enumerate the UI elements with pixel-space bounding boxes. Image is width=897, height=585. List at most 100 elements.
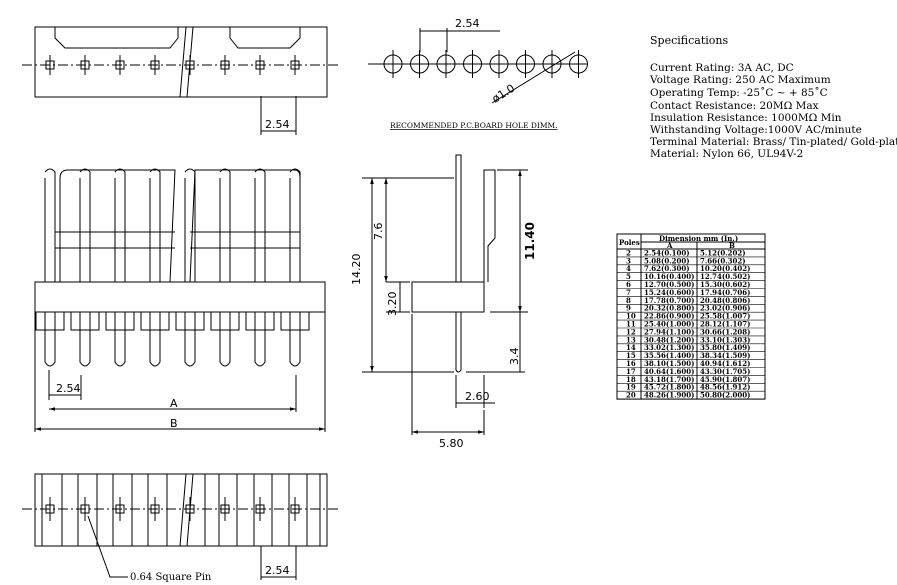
bottom-view — [22, 473, 340, 580]
table-cell-b: 12.74(0.502) — [700, 272, 750, 281]
spec-line: Material: Nylon 66, UL94V-2 — [650, 148, 803, 160]
spec-line: Contact Resistance: 20MΩ Max — [650, 100, 819, 112]
table-cell-a: 22.86(0.900) — [644, 312, 694, 321]
pin-upper — [44, 168, 56, 282]
table-cell-b: 33.10(1.303) — [700, 335, 750, 344]
small-width-label: 2.60 — [465, 390, 490, 403]
table-cell-b: 40.94(1.612) — [700, 359, 750, 368]
table-cell-b: 25.58(1.007) — [700, 312, 750, 321]
pin-lower — [114, 312, 126, 367]
table-cell-poles: 13 — [626, 335, 636, 344]
table-cell-b: 23.02(0.906) — [700, 304, 750, 313]
table-cell-poles: 19 — [626, 383, 636, 392]
table-cell-a: 48.26(1.900) — [644, 391, 694, 400]
table-cell-b: 30.66(1.208) — [700, 327, 750, 336]
square-pin-label: 0.64 Square Pin — [130, 572, 212, 583]
front-pitch-label: 2.54 — [56, 382, 81, 395]
top-pitch-label: 2.54 — [265, 118, 290, 131]
table-header-a: A — [666, 241, 673, 250]
table-cell-a: 12.70(0.500) — [644, 280, 694, 289]
spec-line: Operating Temp: -25˚C ~ + 85˚C — [650, 86, 828, 99]
table-cell-a: 25.40(1.000) — [644, 320, 694, 329]
table-cell-a: 45.72(1.800) — [644, 383, 694, 392]
pin-collar — [105, 312, 135, 331]
pin-lower — [149, 312, 161, 367]
pin-lower — [184, 312, 196, 367]
pin-length-label: 3.4 — [508, 348, 521, 366]
hole-pitch-label: 2.54 — [455, 17, 480, 30]
table-cell-b: 35.80(1.409) — [700, 343, 750, 352]
pin-collar — [140, 312, 170, 331]
table-cell-poles: 10 — [626, 312, 636, 321]
pin-upper — [254, 168, 266, 282]
table-cell-poles: 2 — [626, 248, 631, 257]
table-cell-b: 50.80(2.000) — [700, 391, 750, 400]
spec-line: Insulation Resistance: 1000MΩ Min — [650, 112, 842, 124]
table-cell-b: 38.34(1.509) — [700, 351, 750, 360]
dimension-a-label: A — [170, 397, 178, 410]
table-cell-poles: 15 — [626, 351, 636, 360]
table-cell-a: 7.62(0.300) — [644, 264, 690, 273]
table-cell-a: 43.18(1.700) — [644, 375, 694, 384]
pin-collar — [35, 312, 65, 331]
table-cell-b: 28.12(1.107) — [700, 320, 750, 329]
table-cell-b: 43.30(1.705) — [700, 367, 750, 376]
pin-lower — [254, 312, 266, 367]
pin-collar — [245, 312, 275, 331]
table-cell-poles: 18 — [626, 375, 636, 384]
spec-line: Current Rating: 3A AC, DC — [650, 62, 794, 74]
specifications-title: Specifications — [650, 34, 728, 47]
spec-line: Terminal Material: Brass/ Tin-plated/ Go… — [650, 136, 897, 148]
pin-lower — [219, 312, 231, 367]
table-cell-poles: 12 — [626, 327, 636, 336]
total-height-label: 14.20 — [350, 254, 363, 286]
table-cell-a: 30.48(1.200) — [644, 335, 694, 344]
hole-diameter-label: ø1.0 — [490, 82, 517, 106]
table-cell-b: 7.66(0.302) — [700, 256, 746, 265]
table-cell-a: 2.54(0.100) — [644, 248, 690, 257]
pin-upper — [289, 168, 301, 282]
table-cell-poles: 4 — [626, 264, 631, 273]
bottom-pitch-label: 2.54 — [265, 564, 290, 577]
table-cell-poles: 20 — [626, 391, 636, 400]
pin-lower — [44, 312, 56, 367]
table-cell-b: 17.94(0.706) — [700, 288, 750, 297]
table-cell-poles: 3 — [626, 256, 631, 265]
table-cell-poles: 16 — [626, 359, 636, 368]
pin-upper — [114, 168, 126, 282]
front-view — [34, 168, 326, 432]
table-cell-a: 38.10(1.500) — [644, 359, 694, 368]
table-cell-b: 5.12(0.202) — [700, 248, 746, 257]
table-cell-a: 5.08(0.200) — [644, 256, 690, 265]
top-view — [22, 26, 340, 135]
pin-upper — [79, 168, 91, 282]
table-cell-poles: 9 — [626, 304, 631, 313]
table-cell-poles: 5 — [626, 272, 631, 281]
pin-collar — [210, 312, 240, 331]
table-cell-a: 20.32(0.800) — [644, 304, 694, 313]
body-height-label: 3.20 — [386, 292, 399, 317]
total-width-label: 5.80 — [439, 437, 464, 450]
hole-pattern — [368, 28, 588, 104]
hole-pattern-caption: RECOMMENDED P.C.BOARD HOLE DIMM. — [390, 121, 558, 130]
table-cell-b: 20.48(0.806) — [700, 296, 750, 305]
pin-collar — [70, 312, 100, 331]
pin-collar — [280, 312, 310, 331]
table-cell-a: 33.02(1.300) — [644, 343, 694, 352]
dimension-b-label: B — [170, 417, 178, 430]
table-cell-a: 15.24(0.600) — [644, 288, 694, 297]
table-cell-poles: 17 — [626, 367, 636, 376]
pin-lower — [289, 312, 301, 367]
table-cell-b: 45.90(1.807) — [700, 375, 750, 384]
table-header-b: B — [729, 241, 735, 250]
pin-upper — [184, 168, 196, 282]
table-cell-poles: 8 — [626, 296, 631, 305]
table-header-group: Dimension mm (In.) — [659, 234, 738, 243]
upper-height-label: 7.6 — [372, 223, 385, 241]
pin-collar — [175, 312, 205, 331]
spec-line: Withstanding Voltage:1000V AC/minute — [650, 124, 862, 136]
table-cell-a: 17.78(0.700) — [644, 296, 694, 305]
